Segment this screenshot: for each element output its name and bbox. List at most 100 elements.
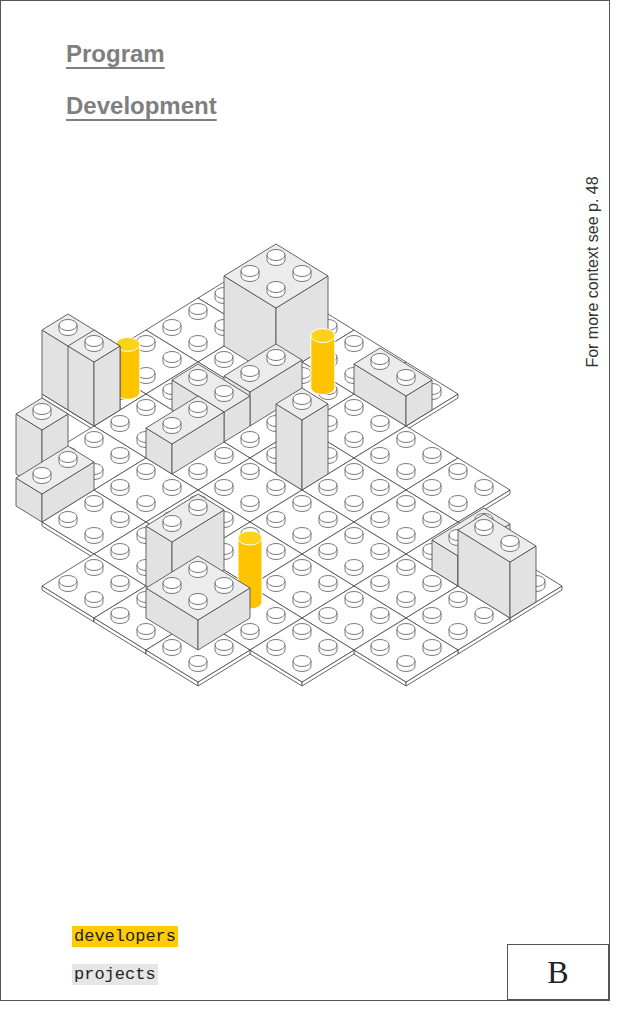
stud-top [189,402,207,413]
stud-top [345,624,363,635]
stud-top [241,496,259,507]
stud-top [163,480,181,491]
stud-top [111,608,129,619]
stud-top [163,516,181,527]
stud-top [371,608,389,619]
stud-top [267,480,285,491]
title-block: Program Development [66,28,296,132]
stud-top [189,464,207,475]
stud-top [293,394,311,405]
project-brick-top [458,514,536,562]
stud-top [267,250,285,261]
stud-top [59,452,77,463]
stud-top [267,282,285,293]
stud-top [189,562,207,573]
stud-top [85,336,103,347]
stud-top [345,400,363,411]
stud-top [319,608,337,619]
stud-top [267,544,285,555]
stud-top [189,370,207,381]
stud-top [319,512,337,523]
project-brick-top [16,398,68,430]
base-plate-top [354,618,458,682]
title: Program Development [66,40,217,119]
stud-top [189,500,207,511]
stud-top [189,304,207,315]
stud-top [449,624,467,635]
stud-top [163,320,181,331]
stud-top [397,624,415,635]
stud-top [241,366,259,377]
stud-top [293,656,311,667]
legend-row: projects [72,964,178,1002]
stud-top [293,592,311,603]
stud-top [345,336,363,347]
stud-top [397,370,415,381]
stud-top [137,624,155,635]
project-brick-top [16,446,94,494]
stud-top [293,528,311,539]
stud-top [85,336,103,347]
stud-top [293,266,311,277]
stud-top [189,594,207,605]
stud-top [345,464,363,475]
stud-top [397,432,415,443]
stud-top [371,416,389,427]
stud-top [111,576,129,587]
stud-top [319,576,337,587]
stud-top [189,336,207,347]
stud-top [215,386,233,397]
stud-top [111,416,129,427]
stud-top [215,578,233,589]
side-note: For more context see p. 48 [584,176,602,367]
stud-top [293,624,311,635]
stud-top [319,640,337,651]
section-letter-box: B [507,944,609,1000]
project-brick-top [224,244,328,308]
developer-cylinder [311,336,335,395]
stud-top [449,592,467,603]
stud-top [137,464,155,475]
stud-top [163,578,181,589]
stud-top [85,560,103,571]
stud-top [293,496,311,507]
stud-top [345,528,363,539]
stud-top [371,576,389,587]
stud-top [267,512,285,523]
stud-top [59,576,77,587]
stud-top [501,536,519,547]
stud-top [241,624,259,635]
stud-top [397,592,415,603]
stud-top [111,480,129,491]
stud-top [85,592,103,603]
stud-top [111,512,129,523]
stud-top [423,448,441,459]
stud-top [137,400,155,411]
stud-top [397,464,415,475]
project-brick-top [146,556,250,620]
stud-top [345,592,363,603]
stud-top [397,656,415,667]
stud-top [267,350,285,361]
stud-top [59,320,77,331]
stud-top [371,512,389,523]
stud-top [423,480,441,491]
base-plate-top [250,618,354,682]
stud-top [215,640,233,651]
stud-top [241,432,259,443]
stud-top [319,544,337,555]
project-brick-top [146,494,224,542]
developer-cylinder-top [238,531,262,545]
project-brick-top [354,348,432,396]
stud-top [85,432,103,443]
stud-top [345,560,363,571]
section-letter: B [547,954,568,991]
stud-top [163,640,181,651]
stud-top [371,354,389,365]
legend-swatch: developers [72,926,178,947]
legend-swatch: projects [72,964,158,985]
stud-top [215,352,233,363]
stud-top [345,432,363,443]
stud-top [137,496,155,507]
stud-top [267,576,285,587]
